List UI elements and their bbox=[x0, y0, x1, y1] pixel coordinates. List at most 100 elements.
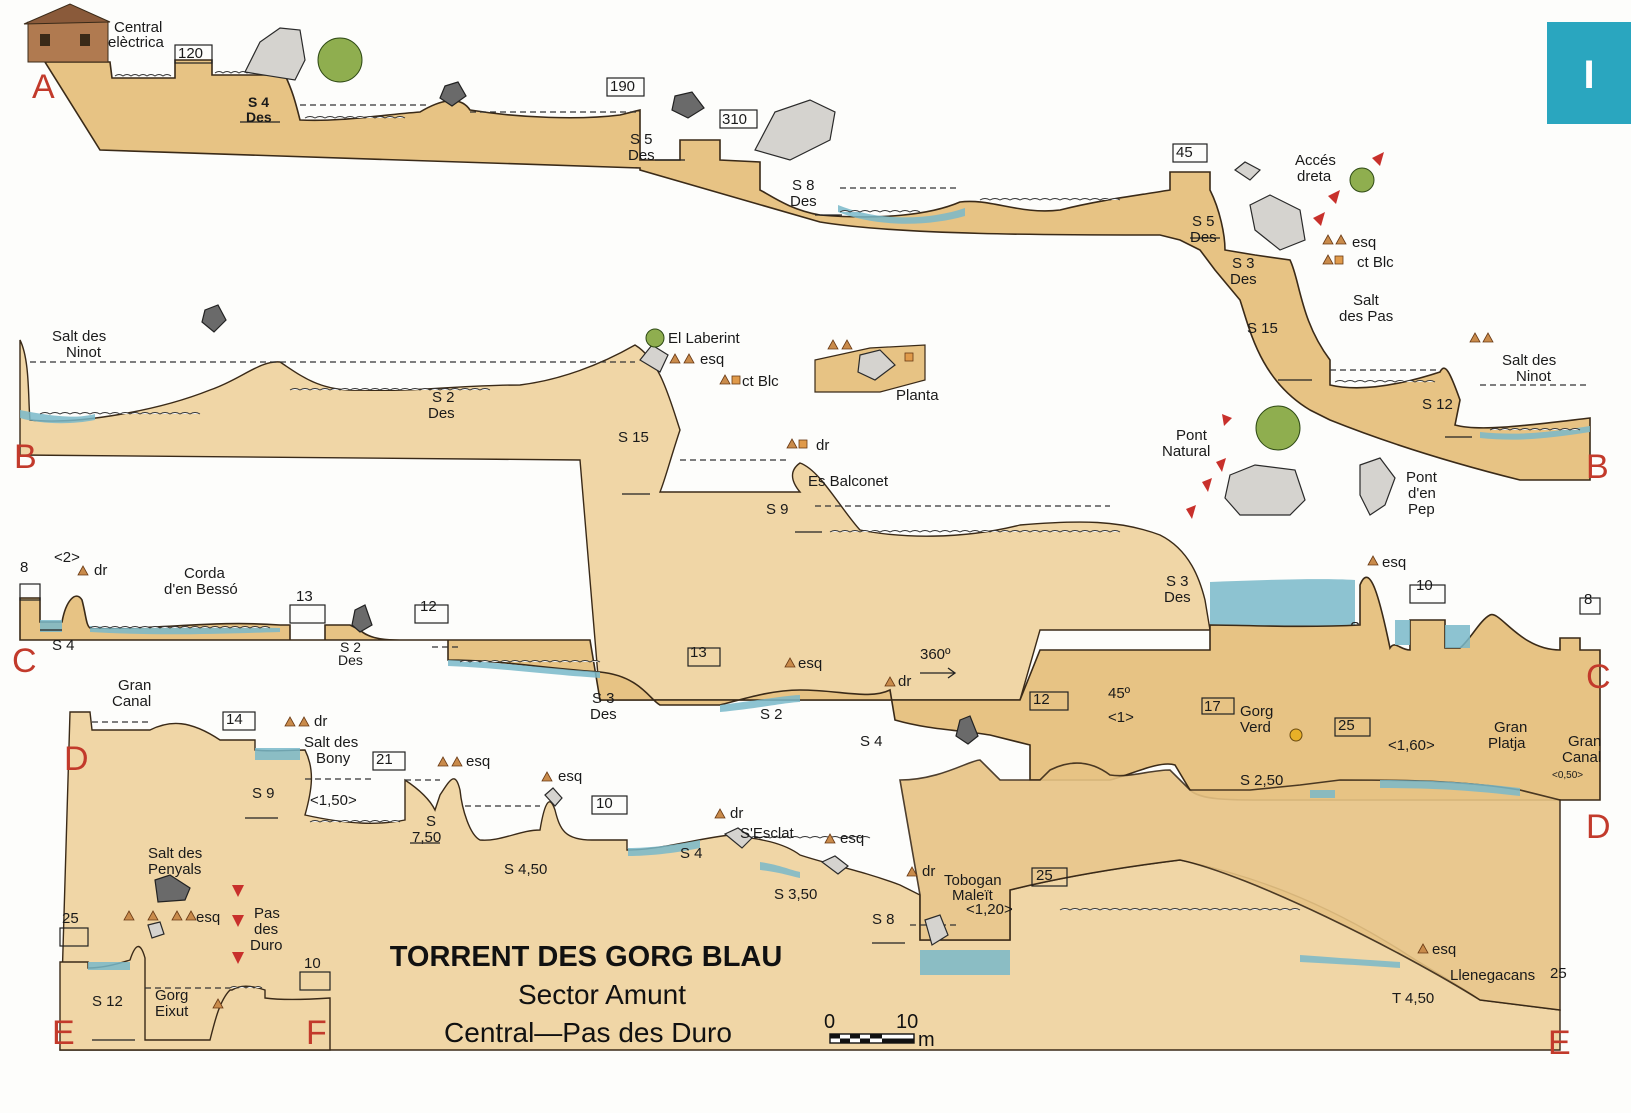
gauge-190-label: 190 bbox=[610, 78, 635, 95]
gauge-8 bbox=[19, 583, 41, 601]
profile-d: Gran Canal 14 dr Salt des Bony 21 esq es… bbox=[59, 677, 1601, 1051]
label-maleit: Maleït bbox=[952, 887, 994, 904]
route-arrow-icon bbox=[1216, 458, 1226, 472]
label-penyals: Penyals bbox=[148, 861, 201, 878]
label-s250: S 2,50 bbox=[1240, 772, 1283, 789]
gauge-13 bbox=[687, 647, 721, 667]
title-line-3: Central—Pas des Duro bbox=[444, 1017, 732, 1048]
gauge-14 bbox=[222, 711, 256, 731]
label-esq: esq bbox=[466, 753, 490, 770]
boulder-illustration bbox=[820, 855, 849, 875]
scale-bar: 0 10 m bbox=[824, 1011, 935, 1051]
label-esq: esq bbox=[1352, 234, 1376, 251]
gauge-45-label: 45 bbox=[1176, 144, 1193, 161]
label-salt-des: Salt des bbox=[304, 734, 358, 751]
anchor-icon bbox=[786, 438, 798, 449]
label-lt120: <1,20> bbox=[966, 901, 1013, 918]
label-esq: esq bbox=[1432, 941, 1456, 958]
label-dr: dr bbox=[730, 805, 743, 822]
label-s4: S 4 bbox=[248, 94, 269, 110]
boulder-illustration bbox=[351, 604, 373, 633]
plan-view-illustration bbox=[814, 339, 926, 393]
label-lt050: <0,50> bbox=[1552, 770, 1583, 781]
label-planta: Planta bbox=[896, 387, 939, 404]
label-gran: Gran bbox=[118, 677, 151, 694]
label-s5: S 5 bbox=[1192, 213, 1215, 230]
label-dr: dr bbox=[94, 562, 107, 579]
label-lt160: <1,60> bbox=[1388, 737, 1435, 754]
section-letter: B bbox=[14, 438, 37, 476]
boulder-illustration bbox=[924, 914, 949, 946]
gauge-8-label: 8 bbox=[20, 559, 28, 576]
label-tobogan: Tobogan bbox=[944, 872, 1002, 889]
route-arrow-icon bbox=[232, 952, 244, 964]
boulder-illustration bbox=[147, 921, 165, 939]
crag-rock-illustration bbox=[244, 27, 306, 81]
label-s350: S 3,50 bbox=[774, 886, 817, 903]
label-duro: Duro bbox=[250, 937, 283, 954]
profile-e: Salt des Penyals esq Pas des Duro 25 10 … bbox=[59, 845, 331, 1051]
label-45deg: 45º bbox=[1108, 685, 1131, 702]
gauge-13 bbox=[289, 604, 326, 624]
label-s5: S 5 bbox=[630, 131, 653, 148]
label-pep: Pep bbox=[1408, 501, 1435, 518]
label-salt-des: Salt des bbox=[1502, 352, 1556, 369]
gauge-120 bbox=[174, 44, 213, 64]
label-den-besso: d'en Bessó bbox=[164, 581, 238, 598]
label-lt2: <2> bbox=[54, 549, 80, 566]
gauge-8 bbox=[1579, 597, 1601, 615]
label-pont: Pont bbox=[1406, 469, 1438, 486]
route-arrow-icon bbox=[1372, 152, 1384, 166]
anchor-icon bbox=[1367, 555, 1379, 566]
anchor-icon bbox=[123, 910, 197, 921]
label-s4: S 4 bbox=[860, 733, 883, 750]
profile-b: Salt des Ninot El Laberint esq ct Blc Pl… bbox=[19, 304, 1438, 701]
label-esq: esq bbox=[700, 351, 724, 368]
gauge-12-label: 12 bbox=[1033, 691, 1050, 708]
anchor-icon bbox=[1417, 943, 1429, 954]
label-s2: S 2 bbox=[760, 706, 783, 723]
gauge-8-label: 8 bbox=[1584, 591, 1592, 608]
label-750: 7,50 bbox=[412, 829, 441, 846]
gauge-190 bbox=[606, 77, 645, 97]
label-s2: S 2 bbox=[432, 389, 455, 406]
anchor-icon bbox=[1322, 254, 1334, 265]
label-des: Des bbox=[246, 109, 272, 125]
label-salt-des: Salt des bbox=[52, 328, 106, 345]
boulder-illustration bbox=[1233, 161, 1261, 181]
label-lt150: <1,50> bbox=[310, 792, 357, 809]
section-letter: F bbox=[306, 1014, 327, 1052]
boulder-illustration bbox=[639, 344, 669, 373]
label-dreta: dreta bbox=[1297, 168, 1332, 185]
label-dr: dr bbox=[314, 713, 327, 730]
section-letters: A B B C C D D E E F bbox=[12, 68, 1611, 1062]
gauge-25-label: 25 bbox=[62, 910, 79, 927]
label-esq: esq bbox=[798, 655, 822, 672]
label-s4: S 4 bbox=[52, 637, 75, 654]
section-letter: C bbox=[12, 642, 37, 680]
label-gran: Gran bbox=[1494, 719, 1527, 736]
gauge-25 bbox=[59, 927, 89, 947]
label-t450: T 4,50 bbox=[1392, 990, 1434, 1007]
label-el-laberint: El Laberint bbox=[668, 330, 741, 347]
label-dr: dr bbox=[922, 863, 935, 880]
gauge-10-label: 10 bbox=[1416, 577, 1433, 594]
gauge-21 bbox=[372, 751, 406, 771]
route-arrow-icon bbox=[1328, 190, 1340, 204]
label-platja: Platja bbox=[1488, 735, 1526, 752]
label-gorg: Gorg bbox=[155, 987, 188, 1004]
pont-pep-illustration bbox=[1359, 457, 1396, 516]
anchor-icon bbox=[284, 716, 310, 727]
anchor-icon bbox=[714, 808, 726, 819]
anchor-icon bbox=[784, 657, 796, 668]
direction-arrow-icon bbox=[920, 667, 957, 679]
gauge-12-label: 12 bbox=[420, 598, 437, 615]
gauge-10 bbox=[1409, 584, 1446, 604]
label-s9: S 9 bbox=[766, 501, 789, 518]
route-arrow-icon bbox=[232, 915, 244, 927]
label-llenegacans: Llenegacans bbox=[1450, 967, 1535, 984]
anchor-icon bbox=[1469, 332, 1494, 343]
label-360deg: 360º bbox=[920, 646, 951, 663]
gauge-21-label: 21 bbox=[376, 751, 393, 768]
label-pont: Pont bbox=[1176, 427, 1208, 444]
